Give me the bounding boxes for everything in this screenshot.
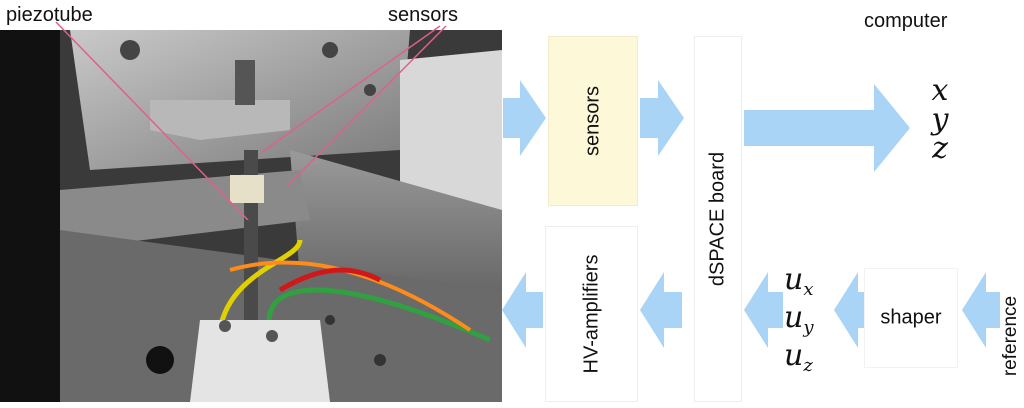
sensors-block: sensors — [548, 36, 638, 206]
piezotube-pointer — [56, 22, 248, 220]
pointer-lines — [0, 0, 502, 220]
reference-label-wrap: reference — [998, 268, 1024, 404]
arrow-dspace-to-hv — [640, 272, 682, 348]
arrow-hv-to-photo — [502, 272, 543, 348]
piezotube-label: piezotube — [6, 4, 93, 26]
arrow-sensors-to-dspace — [640, 80, 684, 156]
output-z: z — [920, 134, 960, 163]
input-uz: uz — [784, 342, 814, 380]
arrow-dspace-to-outputs — [744, 84, 910, 172]
arrow-u-to-dspace — [744, 272, 783, 348]
position-outputs: x y z — [920, 76, 960, 163]
hv-amplifiers-label: HV-amplifiers — [580, 255, 603, 374]
dspace-board-block: dSPACE board — [694, 36, 742, 402]
sensors-block-label: sensors — [582, 86, 605, 156]
computer-label: computer — [864, 10, 947, 32]
hv-amplifiers-block: HV-amplifiers — [545, 226, 638, 402]
output-y: y — [920, 105, 960, 134]
control-inputs: ux uy uz — [784, 266, 814, 380]
input-uy: uy — [784, 304, 814, 342]
dspace-board-label: dSPACE board — [707, 152, 730, 286]
input-ux: ux — [784, 266, 814, 304]
reference-label: reference — [1000, 296, 1022, 376]
shaper-block: shaper — [864, 268, 958, 368]
sensor-pointer-1 — [262, 26, 440, 152]
shaper-label: shaper — [865, 307, 957, 330]
sensor-pointer-2 — [287, 26, 446, 186]
arrow-reference-to-shaper — [962, 272, 1000, 348]
arrow-photo-to-sensors — [503, 80, 546, 156]
sensors-label: sensors — [388, 4, 458, 26]
output-x: x — [920, 76, 960, 105]
